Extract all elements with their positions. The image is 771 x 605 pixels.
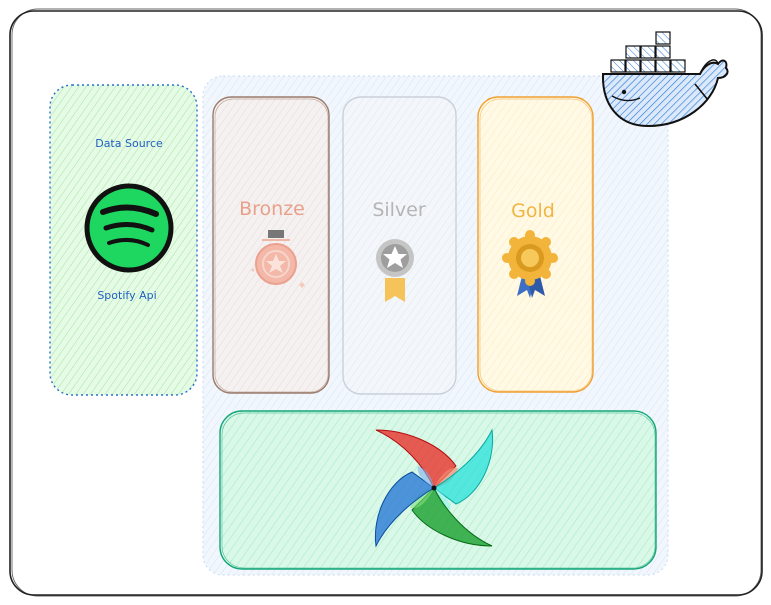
outer-frame: [9, 8, 763, 597]
silver-label: Silver: [372, 199, 426, 221]
bronze-medal-icon: [251, 230, 305, 288]
gold-medal-icon: [502, 230, 558, 298]
docker-whale-icon: [601, 31, 729, 128]
gold-label: Gold: [511, 200, 555, 222]
data-source-card[interactable]: Data Source Spotify Api: [49, 84, 198, 396]
bronze-layer-card[interactable]: Bronze: [212, 96, 330, 394]
spotify-icon: [84, 183, 174, 273]
data-source-caption: Spotify Api: [97, 289, 156, 302]
silver-medal-icon: [376, 239, 414, 302]
gold-layer-card[interactable]: Gold: [477, 96, 594, 393]
airflow-pinwheel-icon: [374, 428, 494, 548]
orchestrator-card[interactable]: [219, 410, 657, 570]
silver-layer-card[interactable]: Silver: [342, 96, 457, 395]
bronze-label: Bronze: [239, 198, 305, 220]
data-source-title: Data Source: [95, 137, 163, 150]
